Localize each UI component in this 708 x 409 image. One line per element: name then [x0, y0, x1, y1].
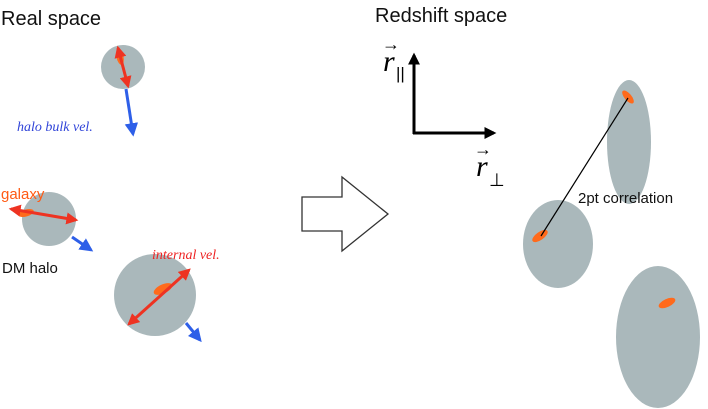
title-real-space: Real space [1, 8, 101, 30]
r-perp-arrow: → [474, 139, 492, 159]
redshift-dm-halo-2 [523, 200, 593, 288]
bulk-velocity-arrow-1 [124, 88, 139, 137]
internal-velocity-arrow-2 [8, 204, 79, 225]
hollow-right-arrow-icon [301, 175, 390, 253]
r-perp-symbol: r [476, 150, 488, 183]
redshift-halo-group-2 [523, 200, 593, 288]
bulk-velocity-arrow-3 [184, 322, 202, 343]
redshift-dm-halo-3 [616, 266, 700, 408]
dm-halo-3 [114, 254, 196, 336]
redshift-galaxy-2 [532, 229, 548, 243]
redshift-halo-group-3 [616, 266, 700, 408]
halo-group-3 [114, 254, 202, 343]
redshift-halo-group-1 [607, 80, 651, 204]
r-perp-subscript: ⊥ [489, 170, 505, 190]
axis-label-r-parallel: → r || [382, 34, 405, 83]
title-redshift-space: Redshift space [375, 5, 507, 27]
internal-velocity-arrow-3 [127, 268, 191, 326]
halo-group-2 [8, 192, 94, 252]
label-2pt-correlation: 2pt correlation [578, 190, 673, 207]
redshift-galaxy-3 [658, 297, 676, 309]
halo-group-1 [101, 45, 145, 137]
redshift-dm-halo-1 [607, 80, 651, 204]
label-halo-bulk-vel: halo bulk vel. [17, 120, 93, 135]
label-internal-vel: internal vel. [152, 248, 220, 263]
r-parallel-arrow: → [382, 34, 400, 54]
axis-label-r-perp: → r ⊥ [474, 139, 505, 190]
r-parallel-subscript: || [396, 64, 405, 83]
internal-velocity-arrow-1 [114, 45, 132, 89]
r-parallel-symbol: r [383, 45, 395, 78]
bulk-velocity-arrow-2 [71, 235, 94, 252]
label-dm-halo: DM halo [2, 260, 58, 277]
redshift-galaxy-1 [622, 90, 634, 104]
two-pt-correlation-line [540, 97, 629, 237]
label-galaxy: galaxy [1, 186, 45, 203]
axes [408, 52, 497, 139]
